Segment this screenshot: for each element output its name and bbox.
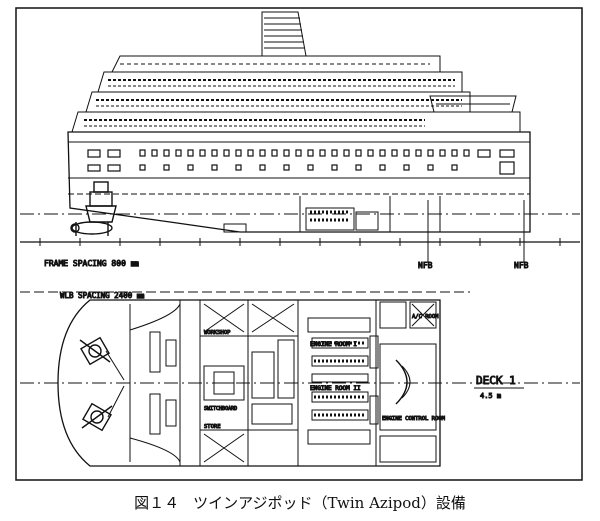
switchboard-label: SWITCHBOARD [204, 406, 237, 412]
drawing-border [15, 7, 583, 481]
diesel-generator-profile [305, 207, 355, 231]
deck-title: DECK 1 [476, 374, 516, 387]
sun-deck [97, 71, 463, 93]
workshop-label: WORKSHOP [204, 330, 231, 336]
lifeboat [429, 95, 517, 113]
ship-drawing: FRAME SPACING 800 ㎜ NFB NFB [15, 7, 583, 481]
nfb-label-left: NFB [418, 261, 433, 270]
engine-room-2-label: ENGINE ROOM II [310, 385, 361, 392]
figure-number: 図１４ [134, 493, 180, 512]
frame-spacing-label: FRAME SPACING 800 ㎜ [44, 259, 139, 268]
ac-room-label: A/C ROOM [412, 314, 439, 320]
funnel [261, 11, 307, 57]
engine-control-room [379, 343, 437, 431]
deck-subtitle: 4.5 m [480, 392, 501, 400]
hull [67, 131, 531, 233]
figure-title: ツインアジポッド（Twin Azipod）設備 [193, 493, 466, 512]
azipod-plan-starboard [81, 402, 113, 432]
wlb-spacing-label: WLB SPACING 2400 ㎜ [60, 291, 145, 300]
azipod-plan-port [79, 336, 111, 366]
deck-outline [57, 299, 441, 467]
figure-caption: 図１４ ツインアジポッド（Twin Azipod）設備 [0, 487, 600, 517]
promenade-deck [85, 91, 471, 113]
diesel-generators [307, 317, 379, 445]
drawing-frame: FRAME SPACING 800 ㎜ NFB NFB [15, 7, 583, 481]
deck-plan [20, 291, 580, 467]
engine-room-1-label: ENGINE ROOM I [310, 341, 357, 348]
engine-control-label: ENGINE CONTROL ROOM [382, 416, 446, 422]
profile-view [20, 11, 580, 262]
nfb-label-right: NFB [514, 261, 529, 270]
boat-deck [71, 111, 521, 133]
store-label: STORE [204, 424, 221, 430]
azipod-profile [70, 181, 117, 236]
switchboard [203, 365, 245, 401]
